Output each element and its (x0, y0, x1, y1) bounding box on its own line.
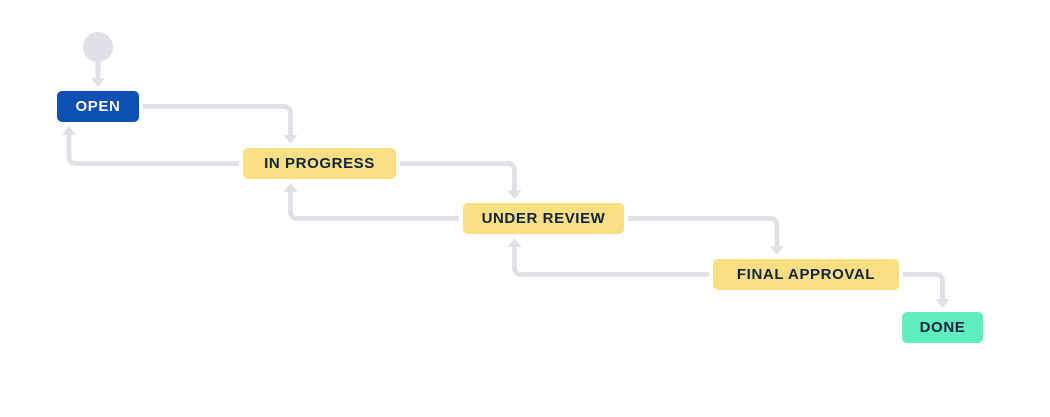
status-badge-label: DONE (919, 319, 966, 336)
connector-final-approval-to-done (903, 272, 945, 299)
arrowhead-start-to-open (91, 78, 105, 87)
status-badge-label: IN PROGRESS (264, 155, 375, 172)
arrowhead-final-approval-to-done (935, 299, 950, 308)
status-badge-label: OPEN (75, 98, 121, 115)
status-badge-final-approval[interactable]: FINAL APPROVAL (713, 259, 899, 290)
status-badge-open[interactable]: OPEN (57, 91, 139, 122)
arrowhead-in-progress-to-open (62, 126, 76, 135)
arrowhead-final-approval-to-under-review (507, 238, 522, 247)
status-badge-done[interactable]: DONE (902, 312, 983, 343)
status-badge-label: FINAL APPROVAL (736, 266, 876, 283)
arrowhead-open-to-in-progress (283, 135, 298, 144)
connector-open-to-in-progress (143, 104, 293, 135)
start-circle (83, 32, 113, 62)
arrowhead-under-review-to-in-progress (283, 183, 298, 192)
connector-final-approval-to-under-review (512, 247, 709, 277)
status-badge-in-progress[interactable]: IN PROGRESS (243, 148, 396, 179)
connector-in-progress-to-under-review (400, 161, 517, 190)
connector-in-progress-to-open (66, 135, 239, 166)
status-badge-label: UNDER REVIEW (481, 210, 606, 227)
arrowhead-under-review-to-final-approval (770, 246, 784, 255)
connector-under-review-to-in-progress (288, 192, 459, 221)
arrowhead-in-progress-to-under-review (507, 190, 522, 199)
connector-under-review-to-final-approval (628, 216, 780, 246)
status-badge-under-review[interactable]: UNDER REVIEW (463, 203, 624, 234)
